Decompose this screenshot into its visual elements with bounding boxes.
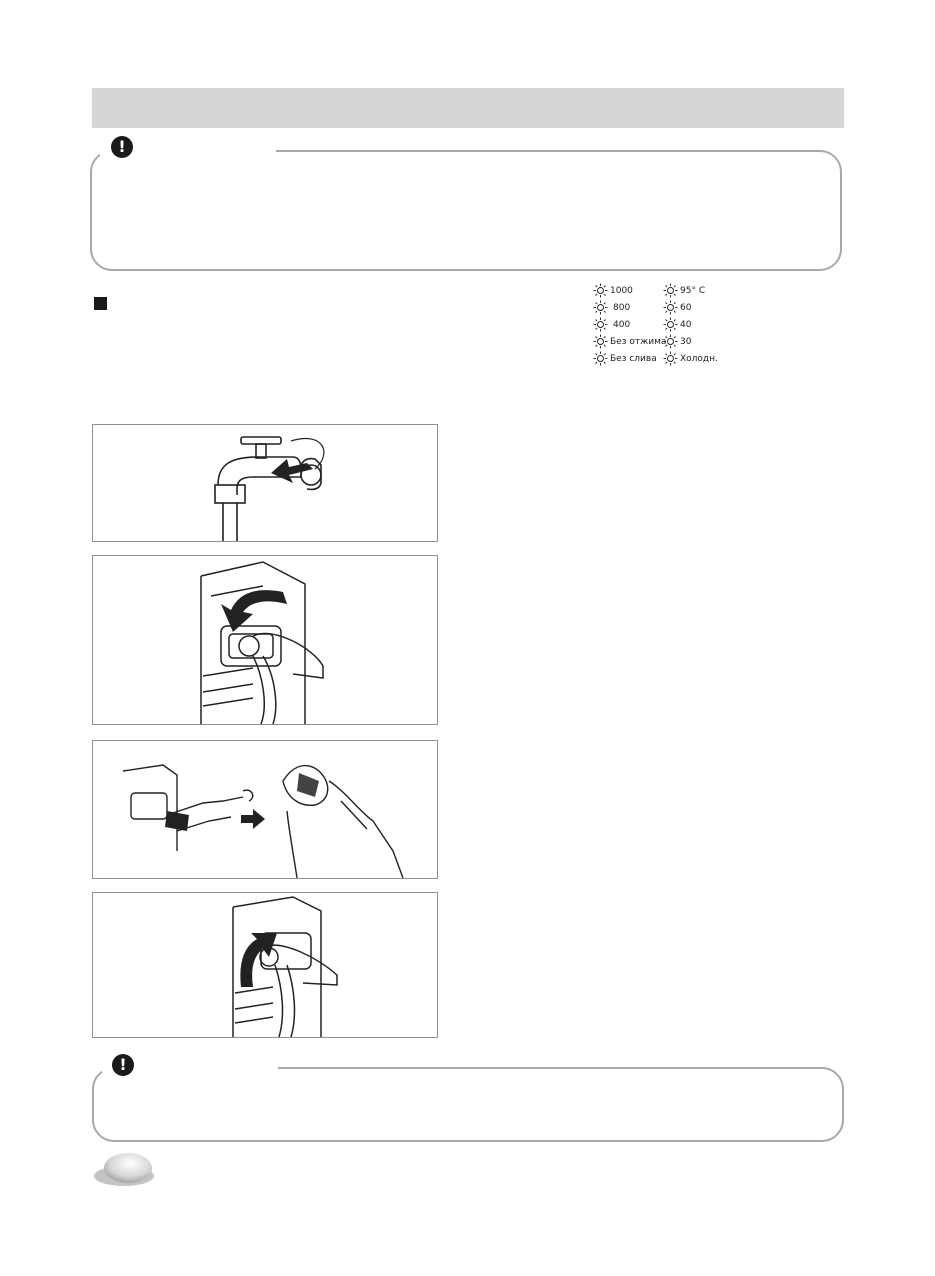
indicator-row: 800 xyxy=(593,299,666,316)
figure-hose-reconnect xyxy=(92,892,438,1038)
temperature-label: 60 xyxy=(680,302,692,313)
section-bullet xyxy=(94,297,107,310)
led-icon xyxy=(593,351,608,366)
tap-icon xyxy=(214,436,325,541)
indicator-row: 60 xyxy=(663,299,718,316)
spin-label: 800 xyxy=(613,302,631,313)
section-header-bar xyxy=(92,88,844,128)
figure-inlet-hose xyxy=(92,555,438,725)
indicator-row: 30 xyxy=(663,333,718,350)
led-icon xyxy=(593,283,608,298)
spin-label: Без слива xyxy=(610,353,657,364)
led-icon xyxy=(593,317,608,332)
led-icon xyxy=(593,334,608,349)
caution-box-top xyxy=(90,148,842,271)
indicator-panel: 1000 800 400 Без отжима Без слива 95° C … xyxy=(593,282,793,367)
led-icon xyxy=(663,283,678,298)
spin-label: 1000 xyxy=(610,285,633,296)
figure-tap xyxy=(92,424,438,542)
indicator-row: 95° C xyxy=(663,282,718,299)
figure-filter-clean xyxy=(92,740,438,879)
led-icon xyxy=(663,351,678,366)
indicator-row: Холодн. xyxy=(663,350,718,367)
filter-clean-icon xyxy=(122,764,404,878)
spin-label: Без отжима xyxy=(610,336,667,347)
indicator-row: Без слива xyxy=(593,350,666,367)
page-number-badge xyxy=(92,1150,156,1190)
indicator-row: 1000 xyxy=(593,282,666,299)
inlet-hose-icon xyxy=(200,561,324,724)
led-icon xyxy=(663,317,678,332)
hose-reconnect-icon xyxy=(232,896,338,1037)
indicator-row: 40 xyxy=(663,316,718,333)
temperature-label: Холодн. xyxy=(680,353,718,364)
indicator-row: Без отжима xyxy=(593,333,666,350)
spin-label: 400 xyxy=(613,319,631,330)
page-badge-shape xyxy=(94,1153,154,1186)
warning-icon: ! xyxy=(111,136,133,158)
caution-box-bottom xyxy=(92,1065,844,1142)
temperature-label: 40 xyxy=(680,319,692,330)
indicator-row: 400 xyxy=(593,316,666,333)
temperature-label: 30 xyxy=(680,336,692,347)
temperature-label: 95° C xyxy=(680,285,706,296)
led-icon xyxy=(663,334,678,349)
led-icon xyxy=(593,300,608,315)
warning-icon: ! xyxy=(112,1054,134,1076)
led-icon xyxy=(663,300,678,315)
